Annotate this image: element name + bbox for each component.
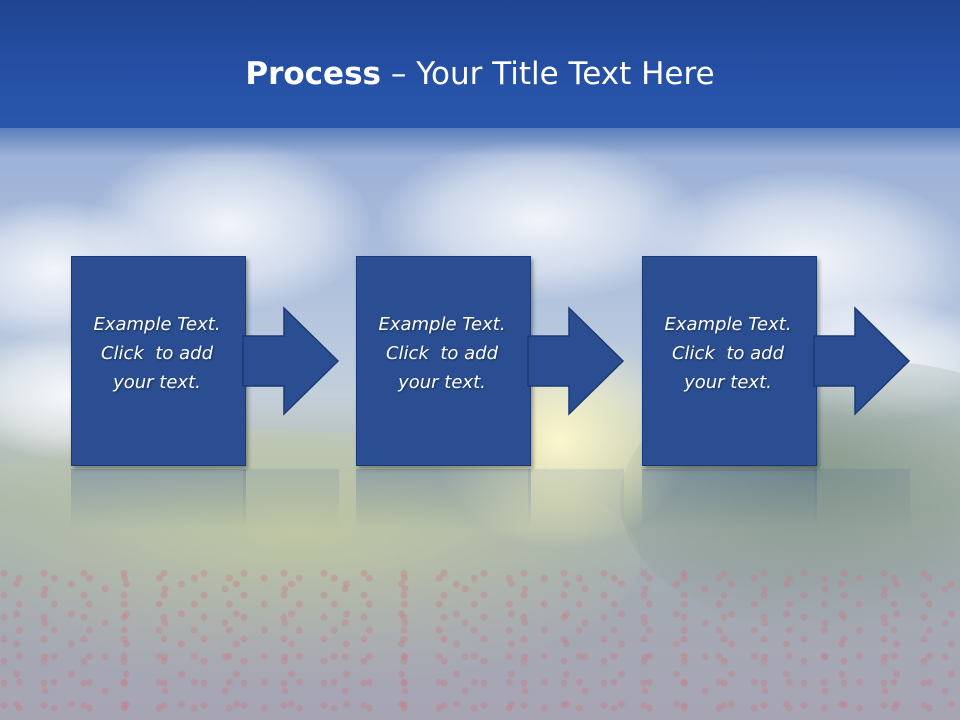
process-step-2[interactable]: Example Text. Click to add your text.	[356, 256, 625, 466]
step-text-line: Example Text.	[93, 314, 221, 335]
arrow-reflection	[814, 469, 910, 529]
step-text-line: your text.	[398, 372, 486, 393]
step-box	[356, 256, 531, 466]
arrow-right-icon	[813, 306, 911, 416]
step-box	[71, 256, 246, 466]
arrow-reflection	[528, 469, 624, 529]
arrow-right-icon	[242, 306, 340, 416]
step-reflection	[642, 469, 817, 529]
step-text-line: Example Text.	[664, 314, 792, 335]
title-bar-fade	[0, 128, 960, 156]
process-step-1[interactable]: Example Text. Click to add your text.	[71, 256, 340, 466]
process-step-3[interactable]: Example Text. Click to add your text.	[642, 256, 911, 466]
step-box	[642, 256, 817, 466]
step-text-line: Click to add	[100, 343, 213, 364]
arrow-right-icon	[527, 306, 625, 416]
step-reflection	[356, 469, 531, 529]
step-text-line: Click to add	[671, 343, 784, 364]
step-reflection	[71, 469, 246, 529]
step-text-line: Example Text.	[378, 314, 506, 335]
title-bar	[0, 0, 960, 128]
step-text[interactable]: Example Text. Click to add your text.	[356, 310, 528, 397]
step-text-line: your text.	[684, 372, 772, 393]
step-text[interactable]: Example Text. Click to add your text.	[642, 310, 814, 397]
flower-field	[0, 560, 960, 720]
step-text-line: Click to add	[385, 343, 498, 364]
slide-title-rest: – Your Title Text Here	[381, 56, 715, 92]
slide-title-bold: Process	[245, 56, 381, 92]
step-text-line: your text.	[113, 372, 201, 393]
arrow-reflection	[243, 469, 339, 529]
slide-title[interactable]: Process – Your Title Text Here	[0, 52, 960, 96]
step-text[interactable]: Example Text. Click to add your text.	[71, 310, 243, 397]
